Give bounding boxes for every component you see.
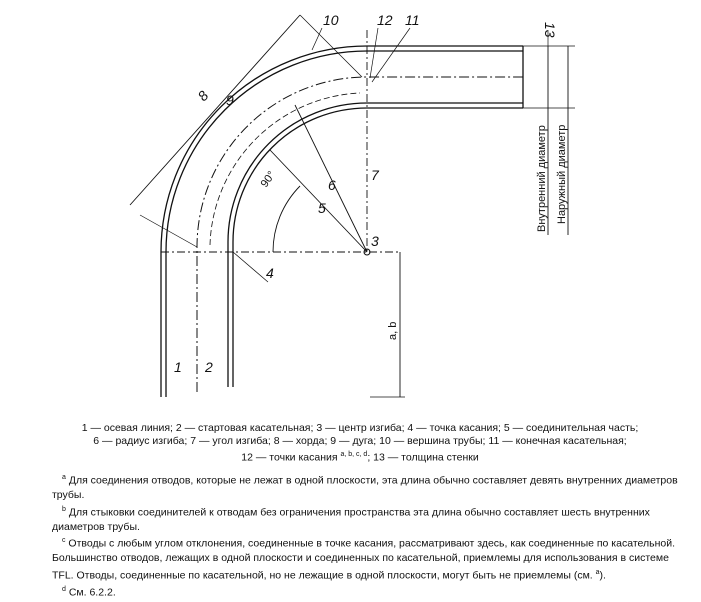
label-2: 2 bbox=[204, 359, 213, 375]
angle-label: 90° bbox=[259, 169, 278, 190]
label-1: 1 bbox=[174, 359, 182, 375]
label-10: 10 bbox=[323, 12, 339, 28]
footnote-d: d См. 6.2.2. bbox=[62, 585, 116, 599]
inner-diameter-label: Внутренний диаметр bbox=[536, 125, 548, 232]
label-11: 11 bbox=[405, 12, 420, 28]
legend-line-2: 6 — радиус изгиба; 7 — угол изгиба; 8 — … bbox=[93, 435, 627, 447]
pipe-bend-diagram: 1 2 3 4 5 6 7 8 9 10 12 11 13 90° Внутре… bbox=[129, 12, 575, 398]
label-13: 13 bbox=[542, 22, 558, 38]
footnote-c: c Отводы с любым углом отклонения, соеди… bbox=[52, 537, 676, 581]
legend-line-1: 1 — осевая линия; 2 — стартовая касатель… bbox=[81, 422, 639, 434]
label-5: 5 bbox=[318, 200, 326, 216]
outer-wall-inner bbox=[165, 50, 523, 397]
ab-dimension-label: a, b bbox=[387, 322, 399, 340]
bend-center-point bbox=[363, 248, 371, 256]
outer-wall bbox=[160, 45, 523, 397]
label-12: 12 bbox=[377, 12, 393, 28]
label-6: 6 bbox=[328, 177, 336, 193]
inner-wall bbox=[232, 107, 523, 387]
outer-diameter-label: Наружный диаметр bbox=[556, 125, 568, 224]
label-7: 7 bbox=[371, 167, 380, 183]
inner-wall-2 bbox=[227, 102, 523, 387]
footnotes: a Для соединения отводов, которые не леж… bbox=[52, 471, 692, 600]
label-3: 3 bbox=[371, 233, 379, 249]
label-8: 8 bbox=[194, 87, 211, 104]
centerline bbox=[196, 76, 523, 392]
legend-line-3: 12 — точки касания a, b, c, d; 13 — толщ… bbox=[241, 451, 479, 464]
footnote-b: b Для стыковки соединителей к отводам бе… bbox=[52, 505, 650, 533]
label-9: 9 bbox=[226, 92, 234, 108]
label-4: 4 bbox=[266, 265, 274, 281]
footnote-a: a Для соединения отводов, которые не леж… bbox=[52, 474, 678, 501]
